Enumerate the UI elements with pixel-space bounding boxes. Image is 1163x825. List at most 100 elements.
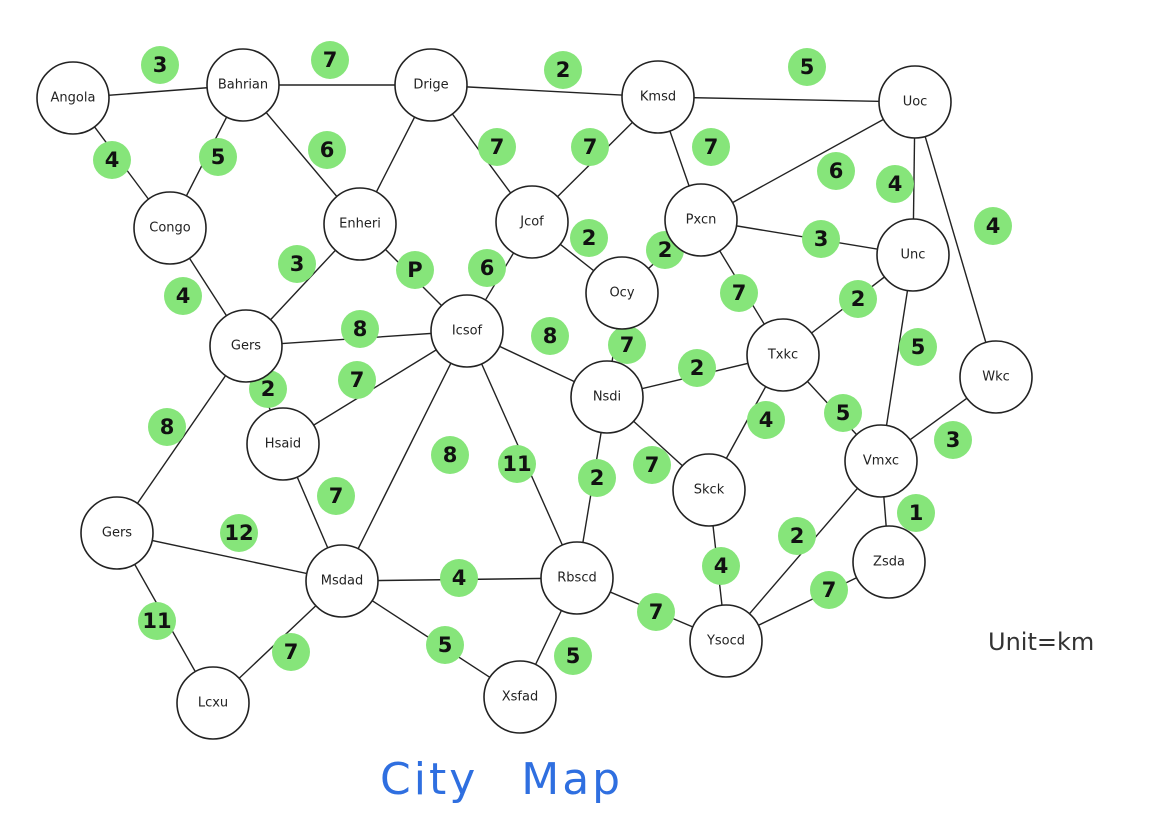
city-node-kmsd: Kmsd [621, 60, 695, 134]
city-node-circle [209, 309, 283, 383]
weight-label: P [407, 258, 422, 282]
weight-marker [747, 401, 785, 439]
edge-weight: 11 [138, 602, 176, 640]
edge-weight: 7 [311, 41, 349, 79]
edge-weight: 12 [220, 514, 258, 552]
edge-weight: 3 [278, 245, 316, 283]
weight-marker [308, 131, 346, 169]
edge-weight: P [396, 251, 434, 289]
edge-weight: 5 [554, 637, 592, 675]
city-node-circle [664, 183, 738, 257]
weight-marker [571, 128, 609, 166]
weight-label: 5 [211, 145, 226, 169]
city-node-circle [746, 318, 820, 392]
edge-weight: 5 [199, 138, 237, 176]
edge-weight: 1 [897, 494, 935, 532]
city-node-label: Gers [231, 339, 261, 354]
weight-marker [899, 328, 937, 366]
edge-weight: 8 [148, 408, 186, 446]
weight-label: 7 [620, 333, 635, 357]
city-node-label: Ysocd [706, 634, 745, 649]
unit-label: Unit=km [988, 628, 1095, 656]
weight-label: 3 [946, 428, 961, 452]
weight-marker [272, 633, 310, 671]
city-node-bahrian: Bahrian [206, 48, 280, 122]
weight-marker [498, 445, 536, 483]
weight-label: 4 [452, 566, 467, 590]
city-node-label: Skck [694, 483, 725, 498]
weight-marker [311, 41, 349, 79]
weight-marker [788, 48, 826, 86]
city-node-label: Hsaid [265, 437, 301, 452]
edge-n04-n05 [657, 96, 916, 103]
edge-weight: 8 [531, 317, 569, 355]
weight-label: 4 [888, 172, 903, 196]
edge-weight: 11 [498, 445, 536, 483]
weight-label: 8 [353, 317, 368, 341]
city-node-circle [80, 496, 154, 570]
city-node-label: Kmsd [640, 90, 676, 105]
city-node-label: Txkc [767, 348, 798, 363]
city-node-zsda: Zsda [852, 525, 926, 599]
city-node-circle [36, 61, 110, 135]
city-node-unc: Unc [876, 218, 950, 292]
city-node-circle [133, 191, 207, 265]
city-node-congo: Congo [133, 191, 207, 265]
city-node-circle [394, 48, 468, 122]
weight-label: 11 [142, 609, 171, 633]
edge-n20-n21 [116, 532, 343, 582]
edge-weight: 7 [338, 361, 376, 399]
weight-label: 2 [851, 287, 866, 311]
weight-marker [426, 626, 464, 664]
city-node-circle [876, 218, 950, 292]
weight-label: 7 [704, 135, 719, 159]
weight-label: 2 [590, 466, 605, 490]
city-node-circle [495, 185, 569, 259]
city-node-label: Msdad [321, 574, 363, 589]
city-node-drige: Drige [394, 48, 468, 122]
edge-weight: 4 [93, 141, 131, 179]
weight-marker [278, 245, 316, 283]
city-node-nsdi: Nsdi [570, 360, 644, 434]
city-node-circle [206, 48, 280, 122]
edge-weight: 7 [272, 633, 310, 671]
weight-marker [468, 249, 506, 287]
edge-weight: 8 [341, 310, 379, 348]
weight-marker [839, 280, 877, 318]
weight-label: 3 [814, 227, 829, 251]
edge-weight: 4 [164, 277, 202, 315]
edge-weight: 7 [810, 571, 848, 609]
edge-weight: 7 [317, 477, 355, 515]
weight-label: 2 [261, 377, 276, 401]
weight-label: 4 [986, 214, 1001, 238]
weight-label: 7 [583, 135, 598, 159]
edge-weight: 2 [839, 280, 877, 318]
weight-marker [578, 459, 616, 497]
weight-marker [974, 207, 1012, 245]
city-node-circle [540, 541, 614, 615]
weight-marker [876, 165, 914, 203]
edge-weight: 4 [876, 165, 914, 203]
weight-marker [396, 251, 434, 289]
map-title: City Map [380, 754, 624, 805]
edges-layer [72, 84, 997, 704]
city-node-vmxc: Vmxc [844, 424, 918, 498]
city-node-circle [689, 604, 763, 678]
weight-label: 2 [556, 58, 571, 82]
edge-weight: 5 [899, 328, 937, 366]
weight-marker [531, 317, 569, 355]
city-node-label: Zsda [873, 555, 905, 570]
city-node-txkc: Txkc [746, 318, 820, 392]
edge-weight: 6 [308, 131, 346, 169]
edge-weight: 5 [788, 48, 826, 86]
city-node-gers: Gers [209, 309, 283, 383]
city-node-label: Nsdi [593, 390, 621, 405]
edge-weight: 2 [544, 51, 582, 89]
edge-weight: 7 [608, 326, 646, 364]
edge-weight: 2 [578, 459, 616, 497]
weight-marker [810, 571, 848, 609]
weight-label: 7 [649, 600, 664, 624]
weight-marker [138, 602, 176, 640]
